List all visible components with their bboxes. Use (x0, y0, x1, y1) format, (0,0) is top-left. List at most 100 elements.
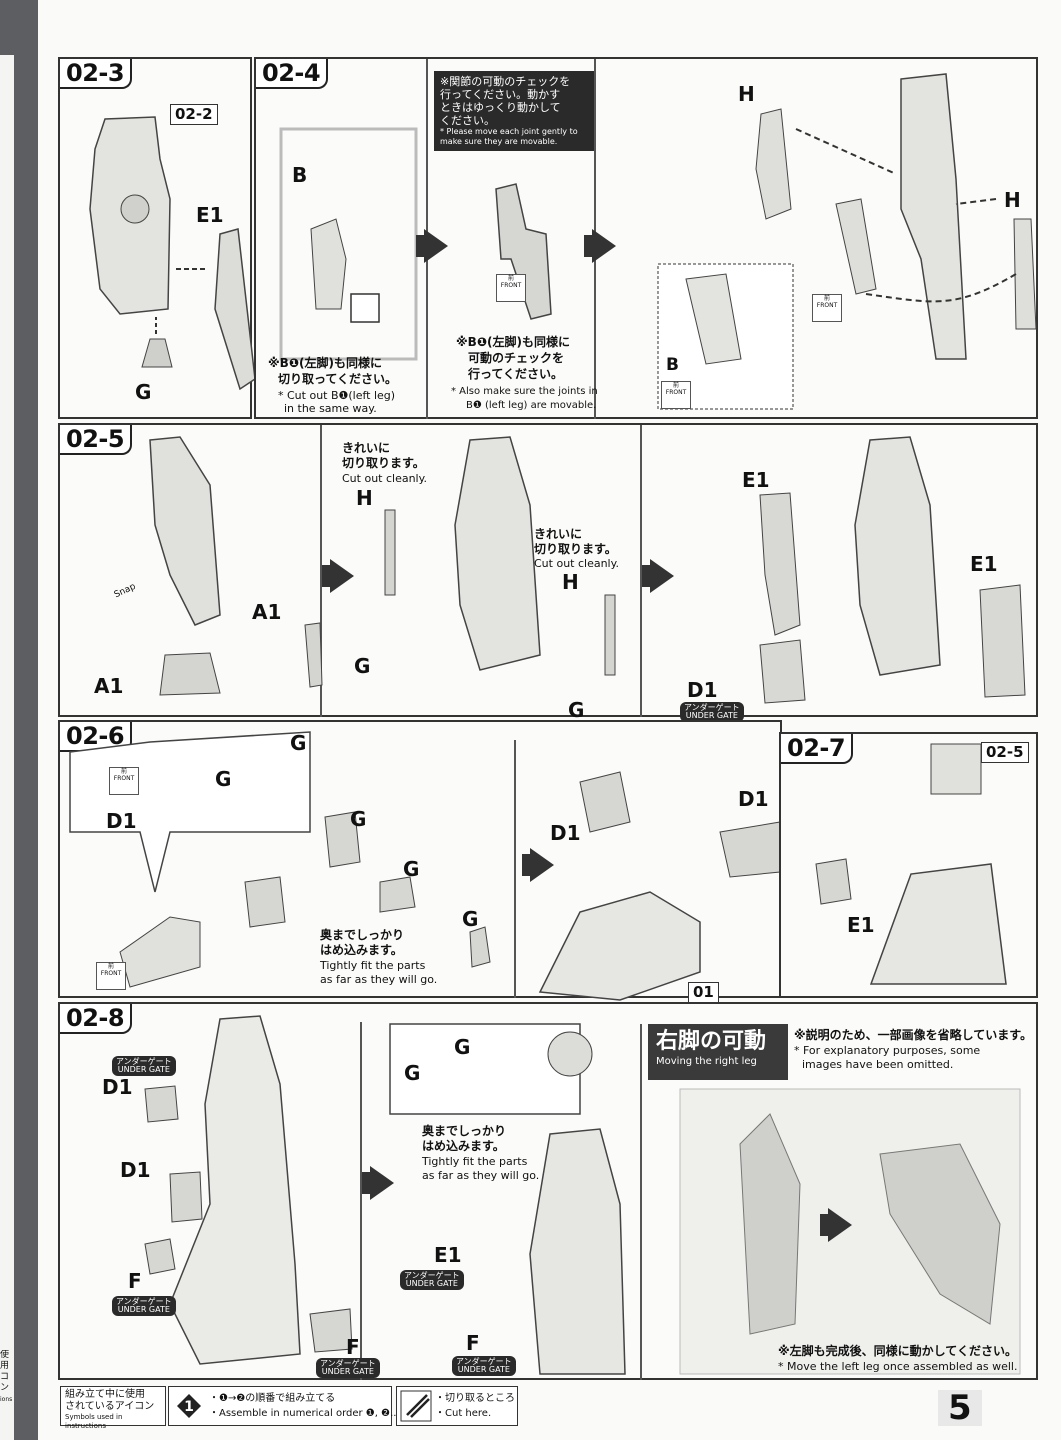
step-number-icon: 1 (177, 1394, 201, 1418)
omit-note-jp: ※説明のため、一部画像を省略しています。 (794, 1028, 1033, 1042)
cut-clean-en: Cut out cleanly. (534, 557, 620, 570)
step-id: 02-5 (60, 425, 133, 455)
page-number: 5 (938, 1390, 982, 1426)
flow-arrow (362, 1172, 370, 1194)
check-note-jp-2: 可動のチェックを (468, 351, 565, 365)
flow-arrow (322, 565, 330, 587)
cut-note-en-2: in the same way. (284, 402, 377, 415)
check-note-en-2: B❶ (left leg) are movable. (466, 400, 597, 411)
fit-note-en-1: Tightly fit the parts (320, 959, 426, 972)
panel-02-3: 02-3 02-2 E1 G (58, 57, 256, 419)
omit-note-en-2: images have been omitted. (802, 1058, 954, 1071)
adjacent-page-edge: 使用 コン ions (0, 55, 14, 1440)
part-a1-bottom-label: A1 (94, 674, 124, 698)
nipper-icon (400, 1390, 432, 1422)
part-e1-13-label: E1 (434, 1243, 462, 1267)
step-id: 02-4 (256, 59, 329, 89)
leg-assembly-illustration (149, 436, 1026, 704)
fit-note-jp-2: はめ込みます。 (422, 1139, 505, 1153)
part-g44-label: G (350, 807, 367, 831)
part-h9-label: H (356, 486, 373, 510)
left-leg-note-jp: ※左脚も完成後、同様に動かしてください。 (778, 1344, 1017, 1358)
flow-arrow-head (370, 1166, 394, 1200)
flow-arrow (642, 565, 650, 587)
part-d16-label: D1 (106, 809, 137, 833)
part-d1-14-label: D1 (738, 787, 769, 811)
legend-title: 組み立て中に使用 されているアイコン Symbols used in instr… (60, 1386, 166, 1430)
svg-text:1: 1 (184, 1399, 194, 1415)
cut-clean-en: Cut out cleanly. (342, 472, 428, 485)
cut-clean-jp-1: きれいに (534, 527, 583, 541)
flow-arrow (522, 854, 530, 876)
flow-arrow (820, 1214, 828, 1236)
part-g-label: G (135, 380, 152, 404)
cut-clean-jp-1: きれいに (342, 441, 391, 455)
panel-02-5: 02-5 A1 A1 Snap きれいに 切り取ります。 Cut out cle… (58, 423, 1038, 722)
leg-part-illustration (89, 116, 256, 391)
cut-clean-jp-2: 切り取ります。 (342, 456, 425, 470)
flow-arrow-head (330, 559, 354, 593)
cut-note-jp-1: ※B❶(左脚)も同様に (268, 356, 382, 370)
part-f12-label: F (128, 1269, 142, 1293)
right-leg-title-box: 右脚の可動 Moving the right leg (648, 1024, 788, 1080)
fit-note-en-1: Tightly fit the parts (422, 1155, 528, 1168)
part-a1-top-label: A1 (252, 600, 282, 624)
joint-move-illustration (495, 183, 552, 320)
step-id: 02-8 (60, 1004, 133, 1034)
flow-arrow-head (424, 229, 448, 263)
part-h5-label: H (738, 82, 755, 106)
step-id: 02-7 (781, 734, 854, 764)
part-d15-label: D1 (120, 1158, 151, 1182)
part-h9-label: H (562, 570, 579, 594)
part-d1-33-label: D1 (687, 678, 718, 702)
divider (640, 425, 642, 717)
fit-note-jp-1: 奥までしっかり (422, 1124, 507, 1138)
flow-arrow-head (828, 1208, 852, 1242)
left-fragment-3: ions (0, 1396, 13, 1403)
divider (514, 740, 516, 998)
left-fragment-2: コン (0, 1372, 10, 1393)
part-g18-label: G (454, 1035, 471, 1059)
part-b-inset-label: B (666, 355, 679, 375)
panel-02-4: 02-4 B ※B❶(左脚)も同様に 切り取ってください。 * Cut out … (254, 57, 1038, 419)
leg-assembly-illustration (657, 73, 1037, 410)
part-e1-label: E1 (196, 203, 224, 227)
runner-cut-illustration (279, 127, 418, 361)
part-f11-label: F (346, 1335, 360, 1359)
fit-note-en-2: as far as they will go. (422, 1169, 540, 1182)
legend-order: 1 ・❶→❷の順番で組み立てる ・Assemble in numerical o… (168, 1386, 400, 1426)
check-note-jp-1: ※B❶(左脚)も同様に (456, 335, 570, 349)
fit-note-en-2: as far as they will go. (320, 973, 438, 986)
part-g45-label: G (290, 731, 307, 755)
ref-label: 02-2 (170, 104, 218, 125)
flow-arrow-head (592, 229, 616, 263)
part-h6-label: H (1004, 188, 1021, 212)
ref-label: 02-5 (981, 742, 1029, 763)
part-b-label: B (292, 163, 308, 187)
part-e1-11-label: E1 (970, 552, 998, 576)
panel-02-7: 02-7 02-5 E1 (779, 732, 1038, 998)
step-id: 02-3 (60, 59, 133, 89)
omit-note-en-1: * For explanatory purposes, some (794, 1044, 981, 1057)
ref-01: 01 (688, 982, 719, 1003)
part-g19-label: G (404, 1061, 421, 1085)
check-note-jp-3: 行ってください。 (468, 367, 564, 381)
divider (320, 425, 322, 717)
joint-check-note: ※関節の可動のチェックを 行ってください。動かす ときはゆっくり動かして くださ… (434, 71, 594, 151)
part-g25-label: G (568, 698, 585, 722)
divider (360, 1022, 362, 1380)
part-e1-12-label: E1 (742, 468, 770, 492)
